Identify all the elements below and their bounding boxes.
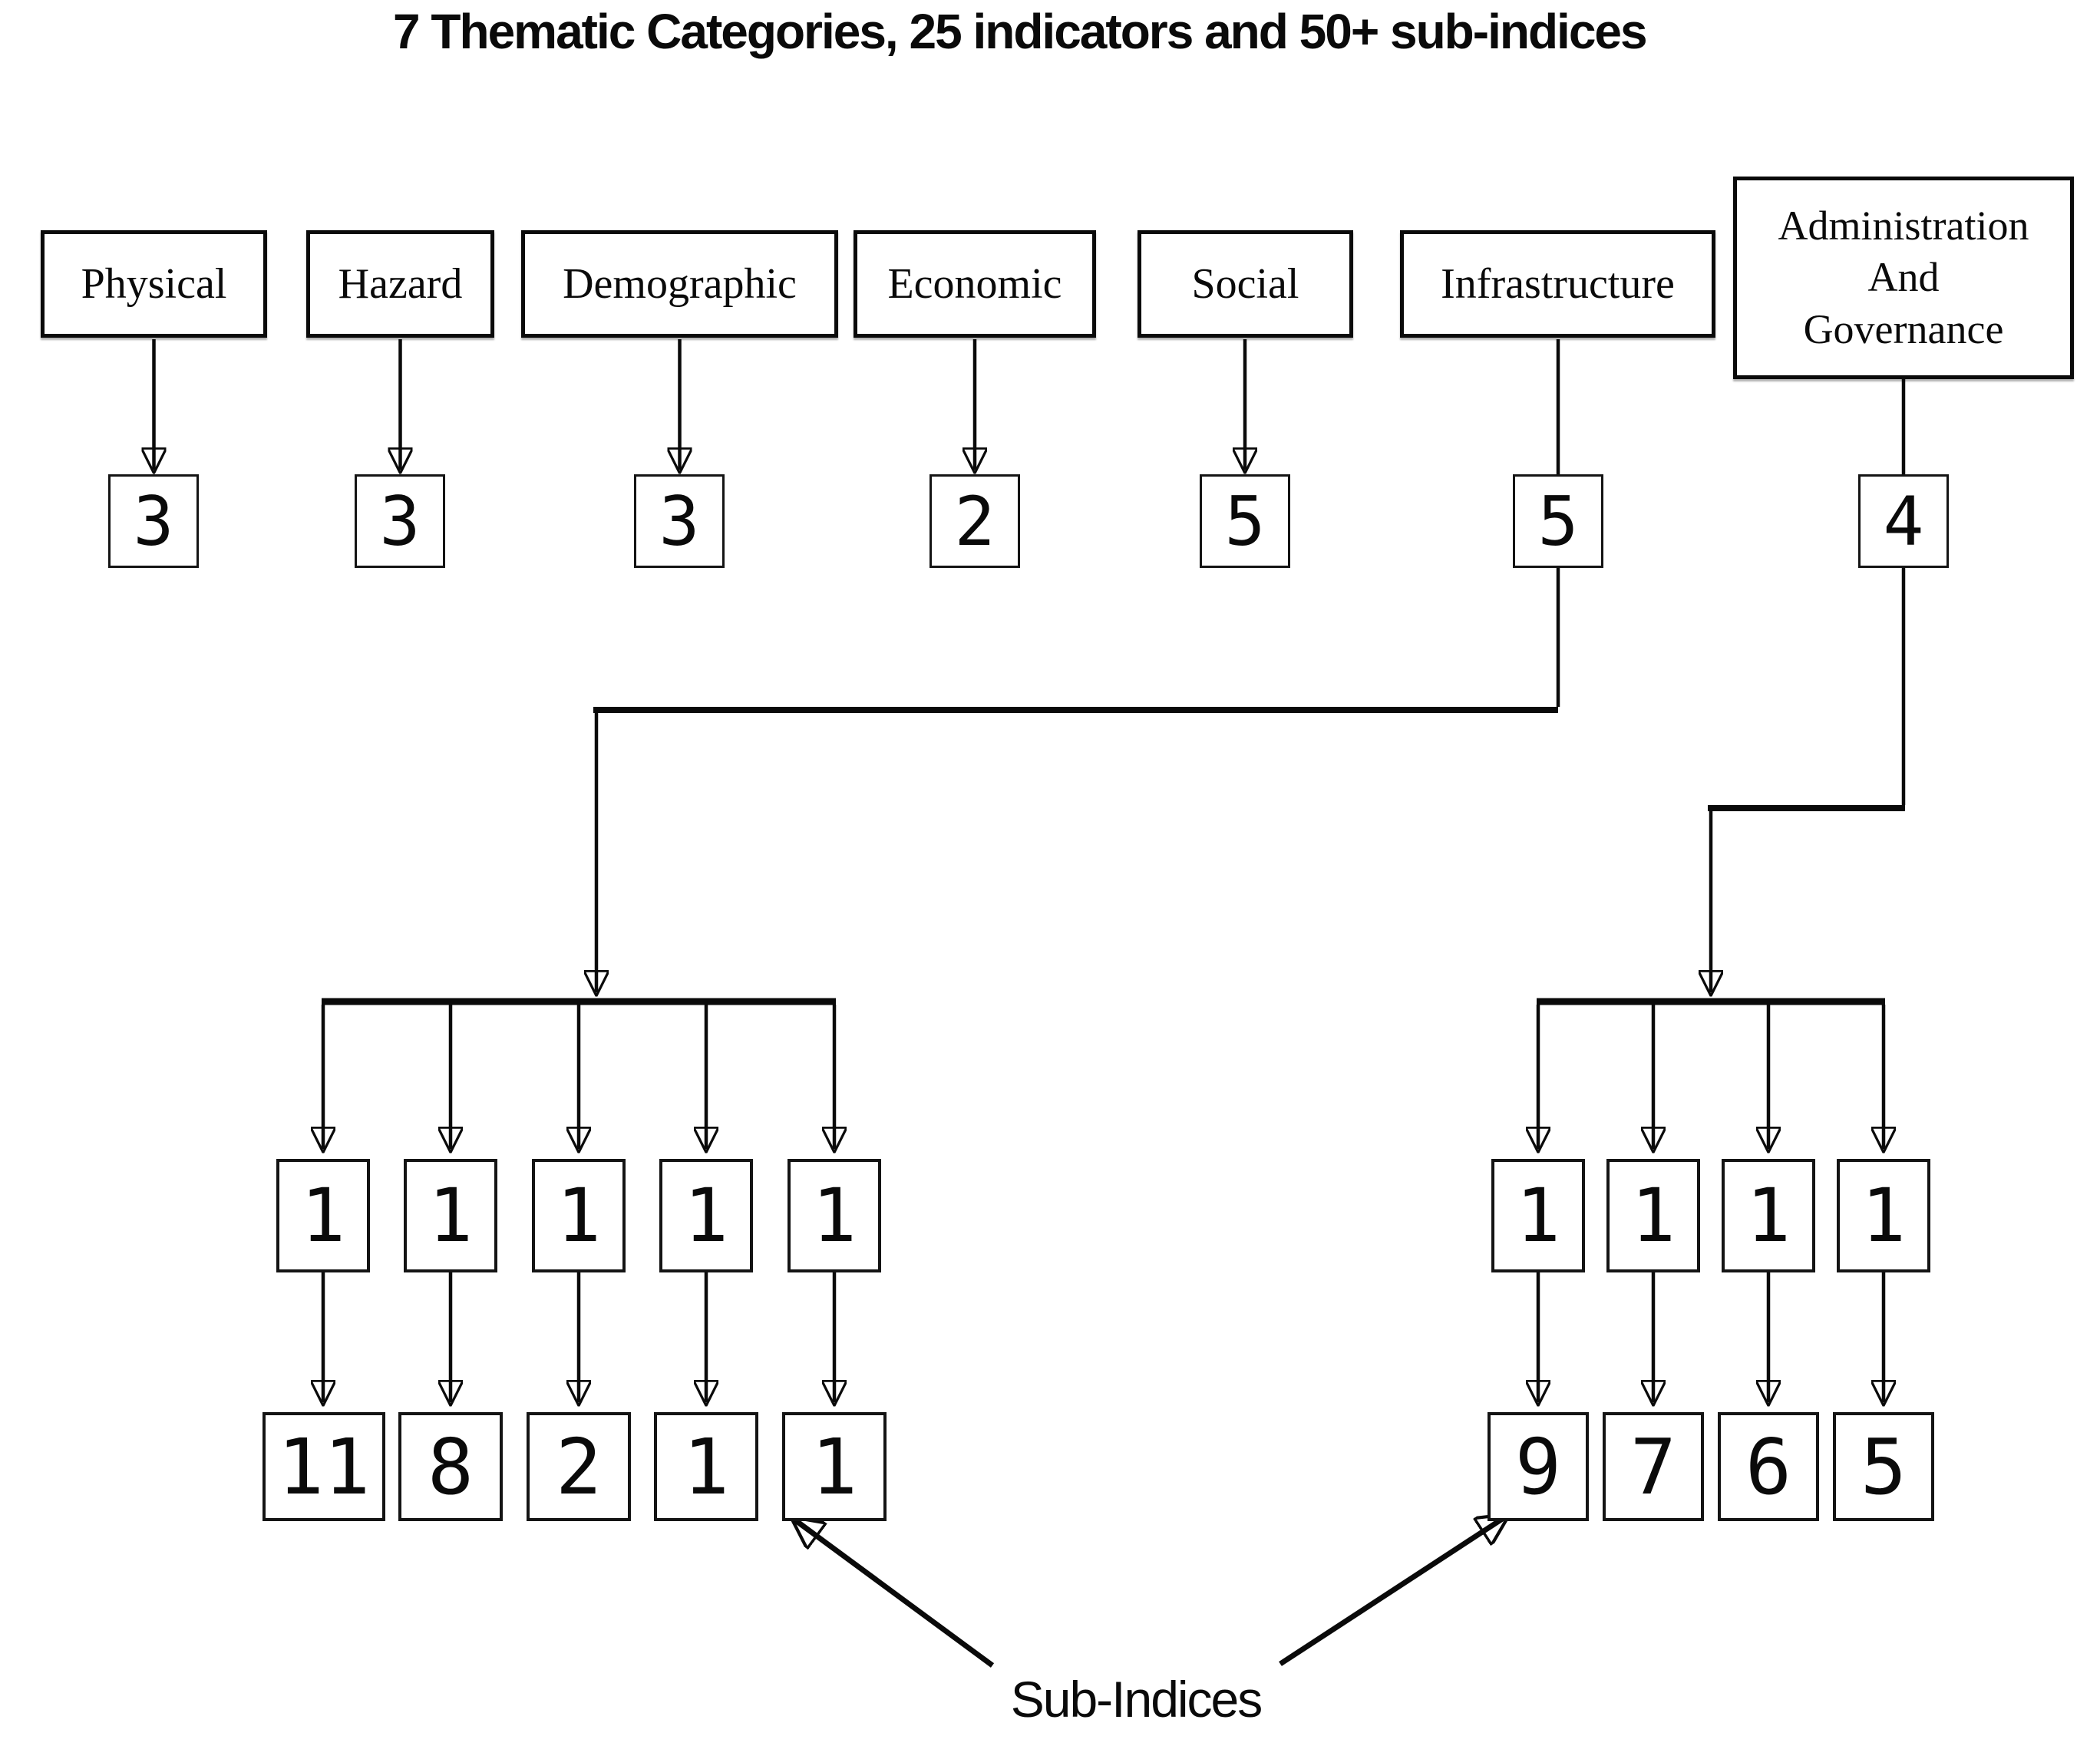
- right-indicator-box-3: 1: [1722, 1159, 1815, 1272]
- indicator-count-demographic: 3: [634, 474, 725, 568]
- indicator-count-economic: 2: [929, 474, 1020, 568]
- category-box-social: Social: [1138, 230, 1353, 338]
- right-subindex-box-2: 7: [1603, 1412, 1704, 1521]
- right-subindex-box-1: 9: [1488, 1412, 1589, 1521]
- category-box-infrastructure: Infrastructure: [1400, 230, 1715, 338]
- right-indicator-box-2: 1: [1606, 1159, 1700, 1272]
- left-indicator-box-1: 1: [276, 1159, 370, 1272]
- right-subindex-box-3: 6: [1718, 1412, 1819, 1521]
- indicator-count-physical: 3: [108, 474, 199, 568]
- left-indicator-box-3: 1: [532, 1159, 626, 1272]
- left-indicator-box-5: 1: [788, 1159, 881, 1272]
- indicator-count-hazard: 3: [355, 474, 445, 568]
- arrow-subindices-right: [1279, 1517, 1506, 1666]
- left-subindex-box-4: 1: [654, 1412, 758, 1521]
- right-indicator-box-1: 1: [1491, 1159, 1585, 1272]
- category-box-economic: Economic: [854, 230, 1096, 338]
- category-box-administration-governance: Administration And Governance: [1733, 177, 2074, 379]
- left-subindex-box-1: 11: [262, 1412, 385, 1521]
- diagram-title: 7 Thematic Categories, 25 indicators and…: [393, 4, 1648, 59]
- category-box-hazard: Hazard: [306, 230, 494, 338]
- indicator-count-administration-governance: 4: [1858, 474, 1949, 568]
- subindices-label: Sub-Indices: [1010, 1671, 1263, 1728]
- left-subindex-box-3: 2: [527, 1412, 631, 1521]
- left-indicator-box-2: 1: [404, 1159, 497, 1272]
- indicator-count-infrastructure: 5: [1513, 474, 1603, 568]
- category-box-physical: Physical: [41, 230, 267, 338]
- left-subindex-box-5: 1: [782, 1412, 887, 1521]
- right-indicator-box-4: 1: [1837, 1159, 1930, 1272]
- arrow-subindices-left: [794, 1520, 995, 1668]
- left-subindex-box-2: 8: [398, 1412, 503, 1521]
- left-indicator-box-4: 1: [659, 1159, 753, 1272]
- category-box-demographic: Demographic: [521, 230, 838, 338]
- indicator-count-social: 5: [1200, 474, 1290, 568]
- right-subindex-box-4: 5: [1833, 1412, 1934, 1521]
